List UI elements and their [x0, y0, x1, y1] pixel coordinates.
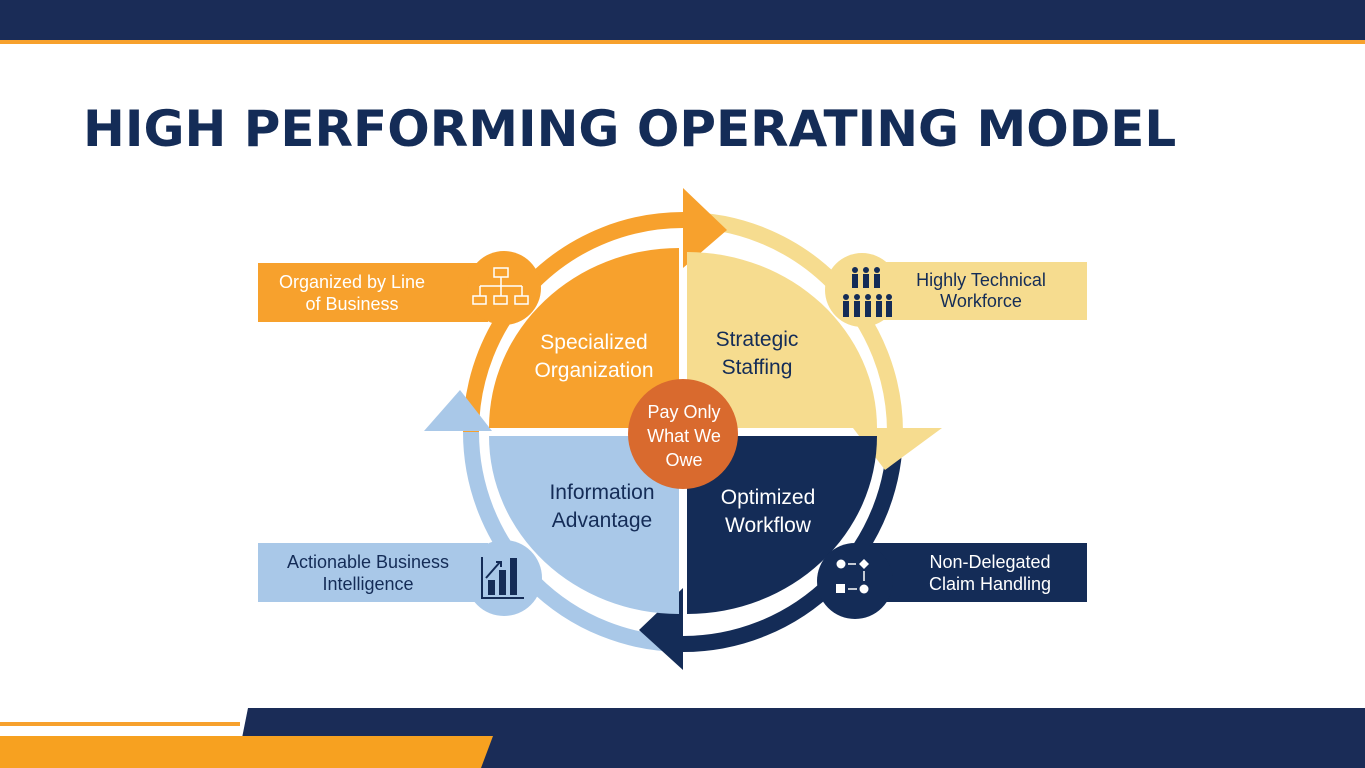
center-circle	[628, 379, 738, 489]
quadrant-optimized-workflow	[687, 436, 877, 614]
quadrant-strategic-staffing	[687, 252, 877, 428]
footer-orange-block	[0, 736, 493, 768]
footer-accent-line	[0, 722, 240, 726]
quadrant-specialized-organization	[489, 248, 679, 428]
slide-title: HIGH PERFORMING OPERATING MODEL	[83, 100, 1176, 158]
bar-chart-icon	[481, 557, 524, 599]
header-accent-line	[0, 40, 1365, 44]
header-band	[0, 0, 1365, 40]
workflow-icon	[836, 559, 869, 594]
org-chart-icon	[472, 267, 529, 305]
arrow-head-right	[683, 188, 727, 268]
people-group-icon	[843, 267, 892, 317]
arrow-head-up	[424, 390, 492, 431]
footer-band	[236, 708, 1365, 768]
quadrant-information-advantage	[489, 436, 679, 614]
